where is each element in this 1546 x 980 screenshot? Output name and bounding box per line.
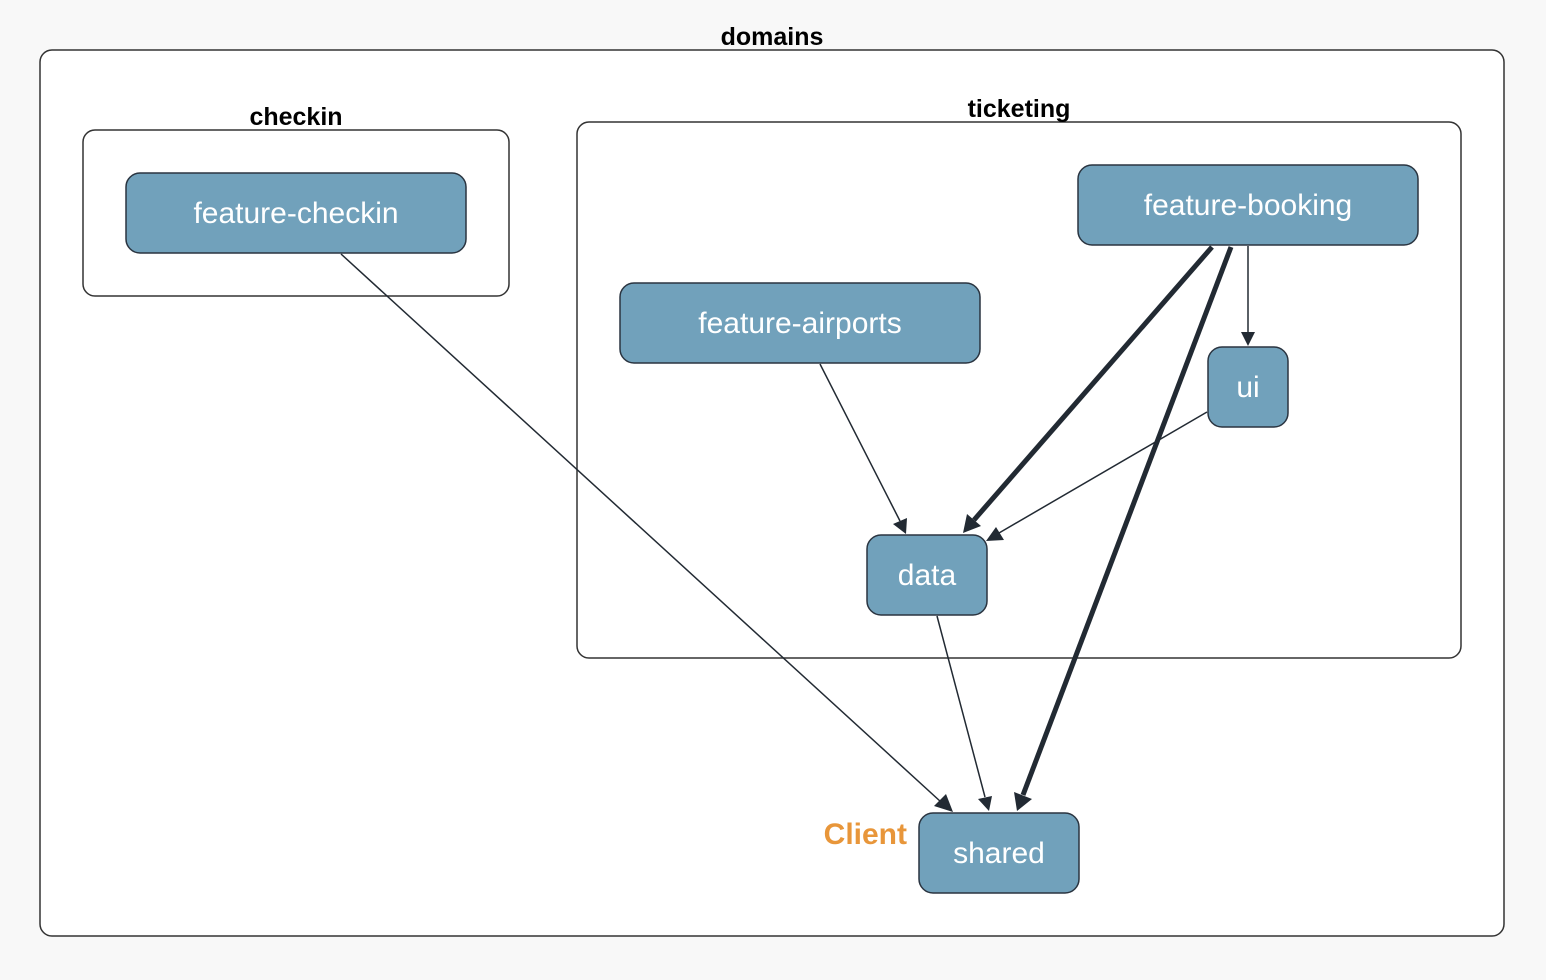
node-feature-airports[interactable]: feature-airports xyxy=(619,282,981,364)
node-feature-booking-box[interactable] xyxy=(1077,164,1419,246)
group-checkin-label: checkin xyxy=(249,103,342,131)
group-domains-label: domains xyxy=(721,23,824,51)
node-ui[interactable]: ui xyxy=(1207,346,1289,428)
node-feature-checkin-label: feature-checkin xyxy=(193,197,398,230)
edge-feature-airports-data xyxy=(819,363,901,522)
edge-feature-booking-shared xyxy=(1020,246,1234,796)
node-ui-box[interactable] xyxy=(1207,346,1289,428)
node-data[interactable]: data xyxy=(866,534,988,616)
arrowhead-feature-booking-shared xyxy=(1014,792,1032,811)
edge-data-shared xyxy=(936,615,986,798)
group-ticketing-box xyxy=(576,121,1462,659)
node-shared[interactable]: shared xyxy=(918,812,1080,894)
node-feature-airports-box[interactable] xyxy=(619,282,981,364)
node-shared-box[interactable] xyxy=(918,812,1080,894)
node-data-box[interactable] xyxy=(866,534,988,616)
group-ticketing-label: ticketing xyxy=(968,95,1071,123)
arrowhead-feature-booking-data xyxy=(963,514,981,533)
edge-ui-data xyxy=(998,411,1208,534)
node-feature-airports-label: feature-airports xyxy=(698,307,901,340)
edge-feature-checkin-shared xyxy=(340,253,942,803)
edge-feature-booking-data xyxy=(972,245,1214,522)
edges xyxy=(340,245,1255,812)
arrowhead-feature-checkin-shared xyxy=(934,794,953,812)
node-shared-label: shared xyxy=(953,837,1045,870)
client-tag-label: Client xyxy=(824,818,907,851)
arrowhead-data-shared xyxy=(978,796,992,811)
node-feature-booking-label: feature-booking xyxy=(1144,189,1352,222)
node-ui-label: ui xyxy=(1236,371,1259,404)
arrowhead-feature-booking-ui xyxy=(1241,332,1255,346)
arrowhead-ui-data xyxy=(986,527,1004,541)
arrowhead-feature-airports-data xyxy=(893,518,907,534)
node-feature-checkin[interactable]: feature-checkin xyxy=(125,172,467,254)
node-feature-checkin-box[interactable] xyxy=(125,172,467,254)
node-feature-booking[interactable]: feature-booking xyxy=(1077,164,1419,246)
node-data-label: data xyxy=(898,559,957,592)
